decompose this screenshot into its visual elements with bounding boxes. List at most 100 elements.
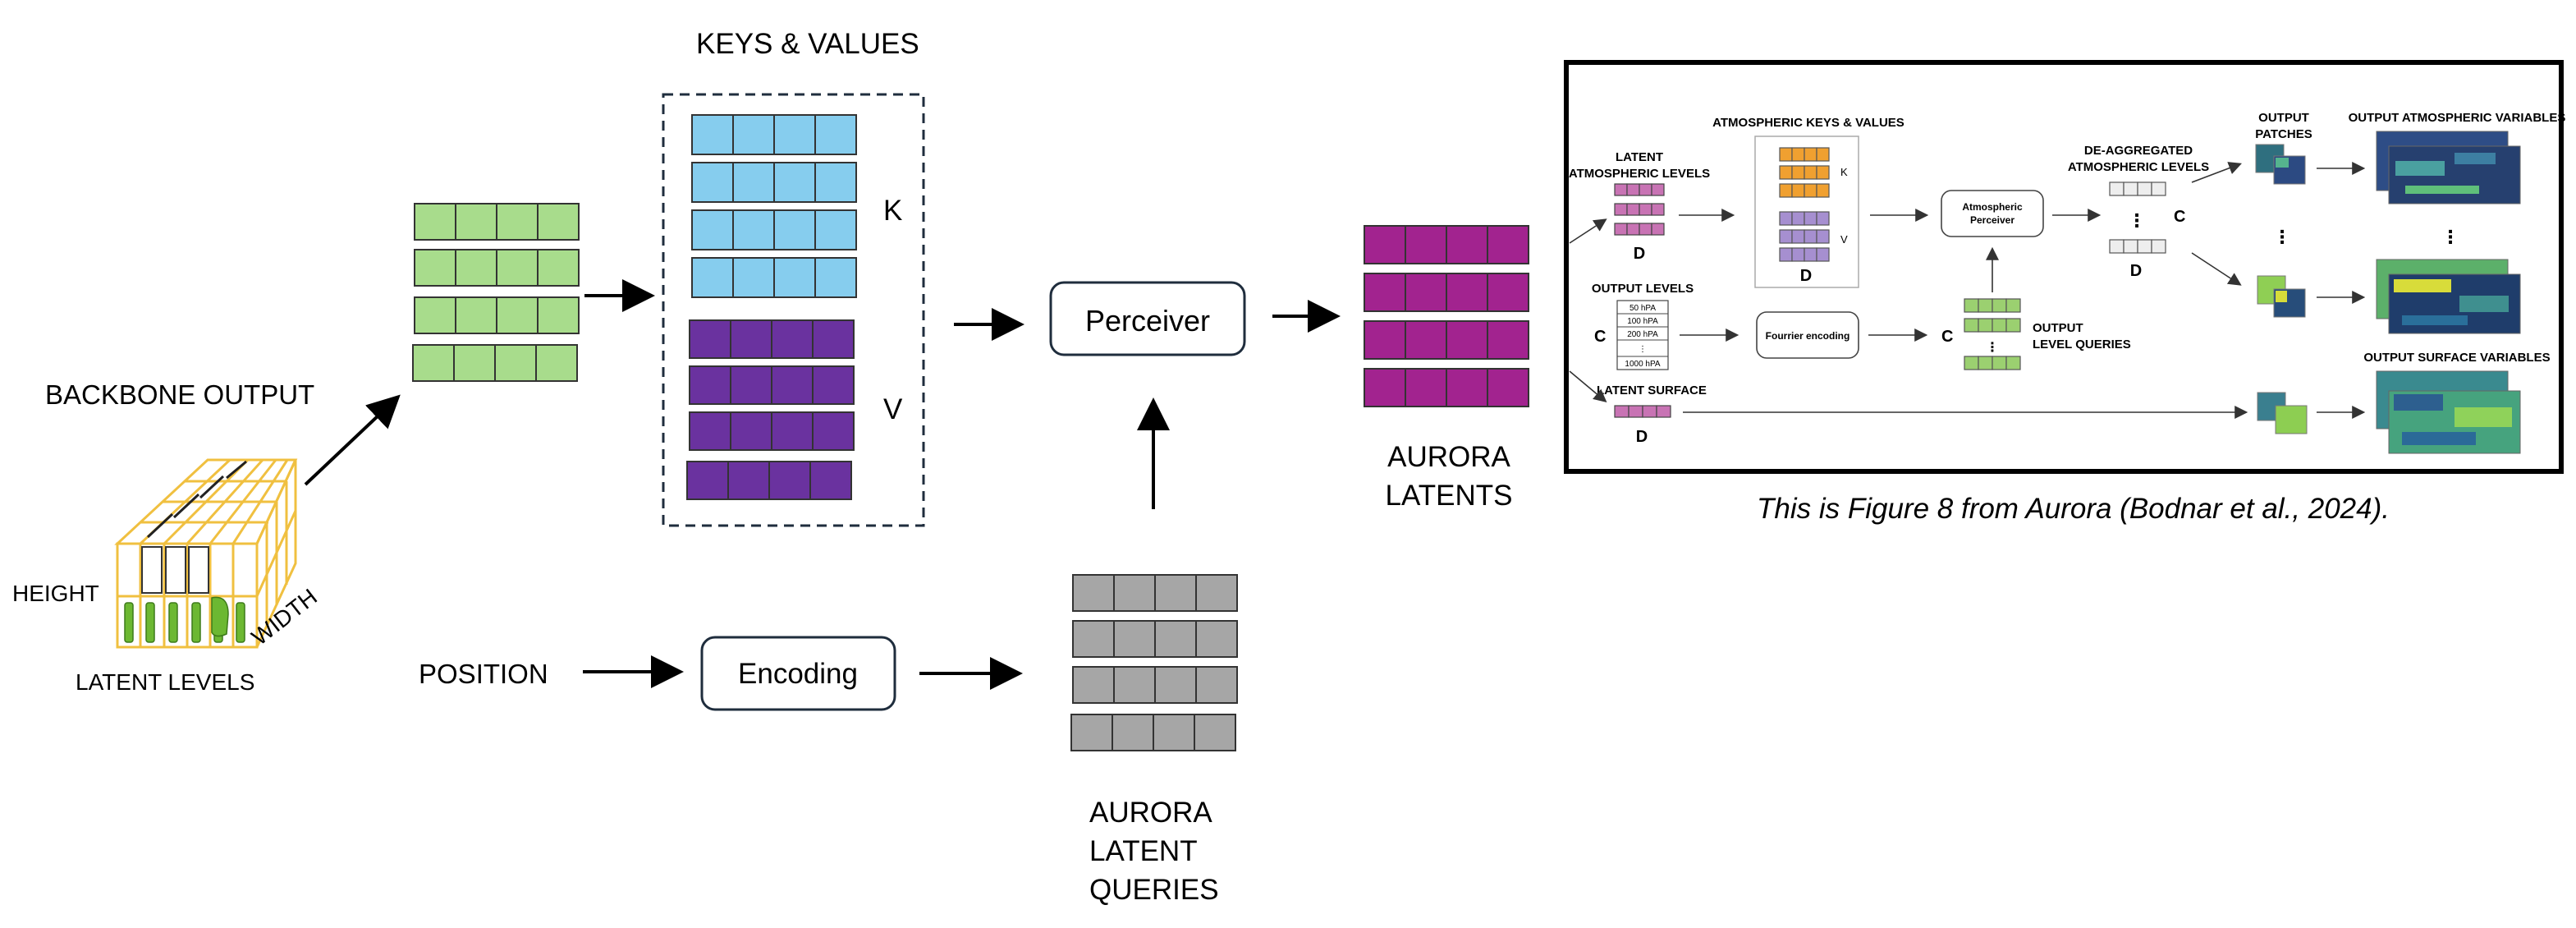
pressure-level-1: 50 hPA (1629, 304, 1656, 313)
latent-queries-label-line1: AURORA (1089, 797, 1212, 829)
query-row-4 (1070, 714, 1236, 751)
value-row-2 (689, 365, 855, 405)
value-grid (686, 319, 855, 500)
query-row-1 (1072, 574, 1238, 612)
latent-row-2 (1364, 273, 1529, 312)
latent-queries-label-line3: QUERIES (1089, 874, 1219, 906)
inset-surface-maps (2376, 370, 2521, 454)
value-row-4 (686, 461, 852, 500)
inset-arrow-deagg-to-patches-bottom (2191, 252, 2242, 286)
inset-d-label-1: D (1634, 245, 1645, 263)
latent-queries-grid (1070, 574, 1238, 751)
inset-kv-box (1754, 136, 1859, 288)
kv-dashed-box (662, 93, 925, 527)
inset-patches-dots: ⋮ (2273, 227, 2291, 247)
green-row-2 (414, 249, 580, 287)
inset-output-level-queries-label-2: LEVEL QUERIES (2033, 338, 2131, 351)
inset-d-label-4: D (1636, 428, 1648, 446)
inset-fourier-box (1756, 311, 1859, 359)
inset-atm-perceiver-box (1941, 190, 2044, 237)
inset-c-label-3: C (1941, 328, 1953, 346)
inset-atm-maps-top (2376, 131, 2521, 204)
inset-v-grid (1779, 211, 1830, 262)
inset-atm-perceiver-label-2: Perceiver (1970, 214, 2015, 226)
inset-figure: LATENT ATMOSPHERIC LEVELS D ATMOSPHERIC … (1564, 60, 2566, 474)
figure-caption: This is Figure 8 from Aurora (Bodnar et … (1757, 493, 2390, 525)
inset-latent-surface-grid (1614, 405, 1671, 418)
inset-k-label: K (1840, 166, 1848, 178)
value-row-3 (689, 411, 855, 451)
key-row-4 (691, 257, 857, 298)
encoding-label: Encoding (738, 658, 858, 690)
inset-output-level-queries-label-1: OUTPUT (2033, 321, 2083, 335)
position-label: POSITION (419, 659, 548, 689)
inset-output-atm-vars-label: OUTPUT ATMOSPHERIC VARIABLES (2349, 111, 2566, 125)
inset-level-queries-bottom (1964, 356, 2021, 370)
inset-atm-kv-title: ATMOSPHERIC KEYS & VALUES (1712, 116, 1904, 130)
k-label: K (883, 195, 902, 227)
cube-top-slices (146, 460, 247, 539)
inset-output-levels-label: OUTPUT LEVELS (1592, 282, 1694, 296)
inset-output-patches-label-2: PATCHES (2255, 127, 2312, 141)
aurora-latents-grid (1364, 225, 1529, 407)
green-token-grid (412, 203, 580, 382)
query-row-3 (1072, 666, 1238, 704)
inset-patches-surface (2257, 392, 2308, 434)
green-row-1 (414, 203, 580, 241)
perceiver-label: Perceiver (1085, 304, 1210, 338)
inset-deagg-bottom (2109, 239, 2166, 254)
latent-queries-label-line2: LATENT (1089, 835, 1198, 867)
inset-output-patches-label-1: OUTPUT (2258, 111, 2309, 125)
arrow-cube-to-green (304, 394, 401, 486)
green-row-4 (412, 344, 578, 382)
inset-pressure-table: 50 hPA 100 hPA 200 hPA ⋮ 1000 hPA (1616, 300, 1669, 370)
cube-white-slabs (141, 546, 209, 594)
inset-fourier-label: Fourrier encoding (1766, 330, 1850, 342)
inset-latent-atm-label-1: LATENT (1616, 150, 1663, 164)
latent-row-1 (1364, 225, 1529, 264)
inset-deagg-label-2: ATMOSPHERIC LEVELS (2068, 160, 2209, 174)
v-label: V (883, 393, 903, 425)
inset-latent-atm-label-2: ATMOSPHERIC LEVELS (1569, 167, 1710, 181)
perceiver-box (1049, 281, 1246, 356)
inset-c-label-2: C (1594, 328, 1606, 346)
inset-arrow-in-surface (1569, 370, 1607, 403)
value-row-1 (689, 319, 855, 359)
inset-output-surface-vars-label: OUTPUT SURFACE VARIABLES (2363, 351, 2550, 365)
inset-patches-top (2255, 144, 2306, 185)
inset-atm-maps-bottom (2376, 259, 2521, 334)
latent-row-3 (1364, 320, 1529, 360)
inset-level-queries-dots: ⋮ (1986, 341, 1999, 355)
key-grid (691, 114, 857, 298)
pressure-level-4: 1000 hPA (1625, 360, 1661, 369)
key-row-3 (691, 209, 857, 250)
inset-k-grid (1779, 147, 1830, 198)
inset-deagg-label-1: DE-AGGREGATED (2084, 144, 2193, 158)
pressure-level-3: 200 hPA (1627, 330, 1658, 339)
inset-latent-surface-label: LATENT SURFACE (1597, 384, 1707, 397)
keys-values-title: KEYS & VALUES (696, 28, 919, 60)
inset-arrow-deagg-to-patches-top (2191, 162, 2242, 183)
key-row-1 (691, 114, 857, 155)
inset-atm-perceiver-label-1: Atmospheric (1962, 201, 2023, 213)
pressure-level-2: 100 hPA (1627, 317, 1658, 326)
inset-deagg-top (2109, 181, 2166, 196)
inset-latent-atm-grid (1614, 183, 1665, 236)
inset-d-label-3: D (2130, 262, 2142, 280)
inset-atm-vars-dots: ⋮ (2441, 227, 2459, 247)
inset-v-label: V (1840, 233, 1848, 246)
backbone-cube (114, 458, 298, 649)
encoding-box (700, 636, 896, 711)
latent-levels-label: LATENT LEVELS (76, 669, 254, 695)
height-label: HEIGHT (12, 581, 99, 606)
aurora-latents-label-line2: LATENTS (1386, 480, 1513, 512)
green-row-3 (414, 296, 580, 334)
key-row-2 (691, 162, 857, 203)
inset-d-label-2: D (1800, 267, 1812, 285)
query-row-2 (1072, 620, 1238, 658)
backbone-output-label: BACKBONE OUTPUT (45, 379, 314, 410)
aurora-latents-label-line1: AURORA (1387, 441, 1510, 473)
inset-patches-mid (2257, 275, 2306, 318)
inset-level-queries-top (1964, 298, 2021, 333)
